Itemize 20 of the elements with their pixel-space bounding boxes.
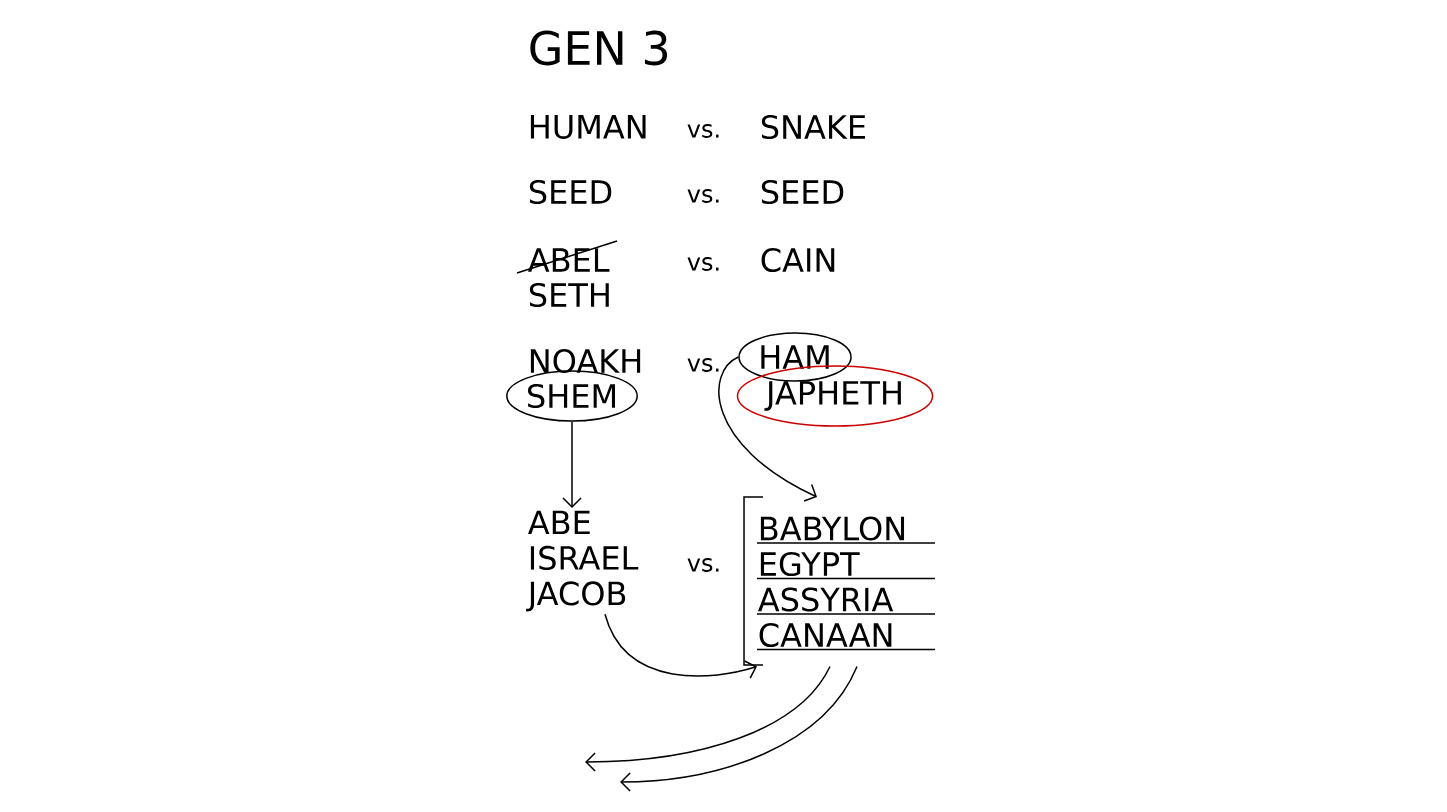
title: GEN 3 (530, 30, 668, 66)
versus-label: vs. (687, 189, 719, 203)
word-label: SNAKE (761, 114, 866, 140)
versus-label: vs. (687, 358, 719, 372)
word-label: HUMAN (530, 115, 646, 139)
arrow (562, 421, 582, 508)
arrow (620, 665, 858, 792)
word-label: SETH (529, 282, 609, 308)
word-stack: ABE ISRAEL JACOB (526, 510, 639, 612)
versus-label: vs. (687, 257, 719, 271)
arrow (585, 665, 831, 772)
word-label: SEED (529, 179, 612, 205)
word-label: SEED (761, 179, 844, 205)
versus-label: vs. (687, 124, 719, 138)
arrow (604, 613, 757, 679)
bracketed-list: BABYLON EGYPT ASSYRIA CANAAN (743, 496, 936, 666)
versus-label: vs. (687, 558, 719, 572)
arrow (718, 356, 817, 502)
circled-word: HAM (738, 332, 852, 382)
word-label: CAIN (761, 247, 835, 273)
